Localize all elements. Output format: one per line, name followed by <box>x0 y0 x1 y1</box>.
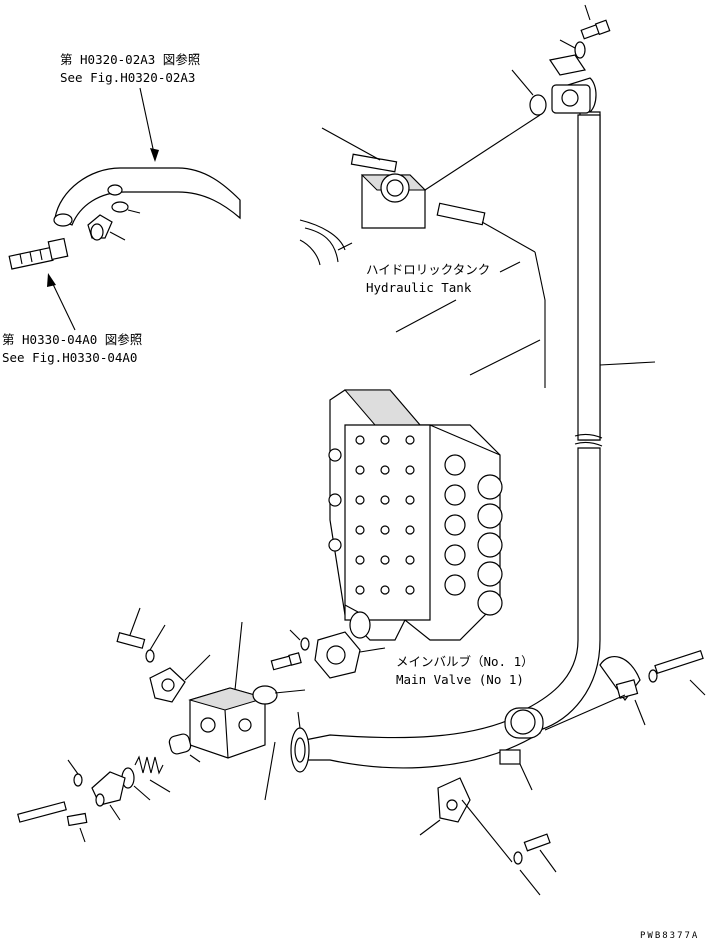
leader-tank-down <box>534 251 546 388</box>
leader-tank <box>481 221 536 253</box>
check-valve-spring <box>134 755 171 793</box>
check-valve-poppet <box>168 733 201 763</box>
leader-clamp <box>544 694 626 731</box>
ref-arrow-left <box>47 273 76 331</box>
lower-hose <box>290 711 541 773</box>
top-left-bolt <box>116 607 166 663</box>
leader-tank-label <box>499 261 521 273</box>
tank-port-block <box>321 127 486 229</box>
leader-bottom <box>519 869 541 896</box>
clamp-right <box>599 656 646 726</box>
ref-top-jp: 第 H0320-02A3 図参照 <box>60 52 200 67</box>
ref-left-en: See Fig.H0330-04A0 <box>2 350 137 365</box>
ref-arrow-top <box>139 87 159 162</box>
valve-label-jp: メインバルブ（No. 1） <box>396 654 534 669</box>
valve-flange <box>314 631 386 679</box>
valve-label-en: Main Valve (No 1) <box>396 672 524 687</box>
leader-lower-center <box>264 741 276 801</box>
check-valve-block <box>188 621 267 759</box>
check-valve-gasket <box>252 685 306 705</box>
tank-label-jp: ハイドロリックタンク <box>366 262 490 277</box>
top-left-flange <box>149 654 211 703</box>
tank-gasket <box>299 219 353 266</box>
hose-clamp <box>499 707 544 791</box>
top-split-flange <box>549 54 586 76</box>
clamp-bolt-right <box>648 650 706 696</box>
o-ring-valve <box>344 604 371 639</box>
o-ring-top <box>511 69 547 116</box>
o-ring-small <box>111 201 141 214</box>
valve-ports <box>328 435 415 595</box>
main-valve <box>328 389 503 641</box>
suction-hose <box>518 77 656 731</box>
clamp-lower-bolt <box>513 833 557 873</box>
leader-oring-top <box>424 114 541 191</box>
leader-mid2 <box>469 339 541 376</box>
lower-left-bolt <box>17 759 83 823</box>
drawing-code: PWB8377A <box>640 931 699 941</box>
elbow-fitting <box>87 214 126 241</box>
tank-label-en: Hydraulic Tank <box>366 280 472 295</box>
leader-mid1 <box>395 299 457 333</box>
ref-top-en: See Fig.H0320-02A3 <box>60 70 195 85</box>
clamp-lower <box>419 777 513 863</box>
suction-pipe-elbow <box>53 167 241 227</box>
lower-left-bolt-2 <box>66 793 105 843</box>
hose-fitting-left <box>8 237 69 270</box>
check-valve-oring <box>121 767 151 801</box>
ref-left-jp: 第 H0330-04A0 図参照 <box>2 332 142 347</box>
top-bolt <box>580 4 611 40</box>
top-washer <box>559 39 586 59</box>
valve-flange-bolt <box>270 629 310 671</box>
valve-spools <box>444 454 503 616</box>
